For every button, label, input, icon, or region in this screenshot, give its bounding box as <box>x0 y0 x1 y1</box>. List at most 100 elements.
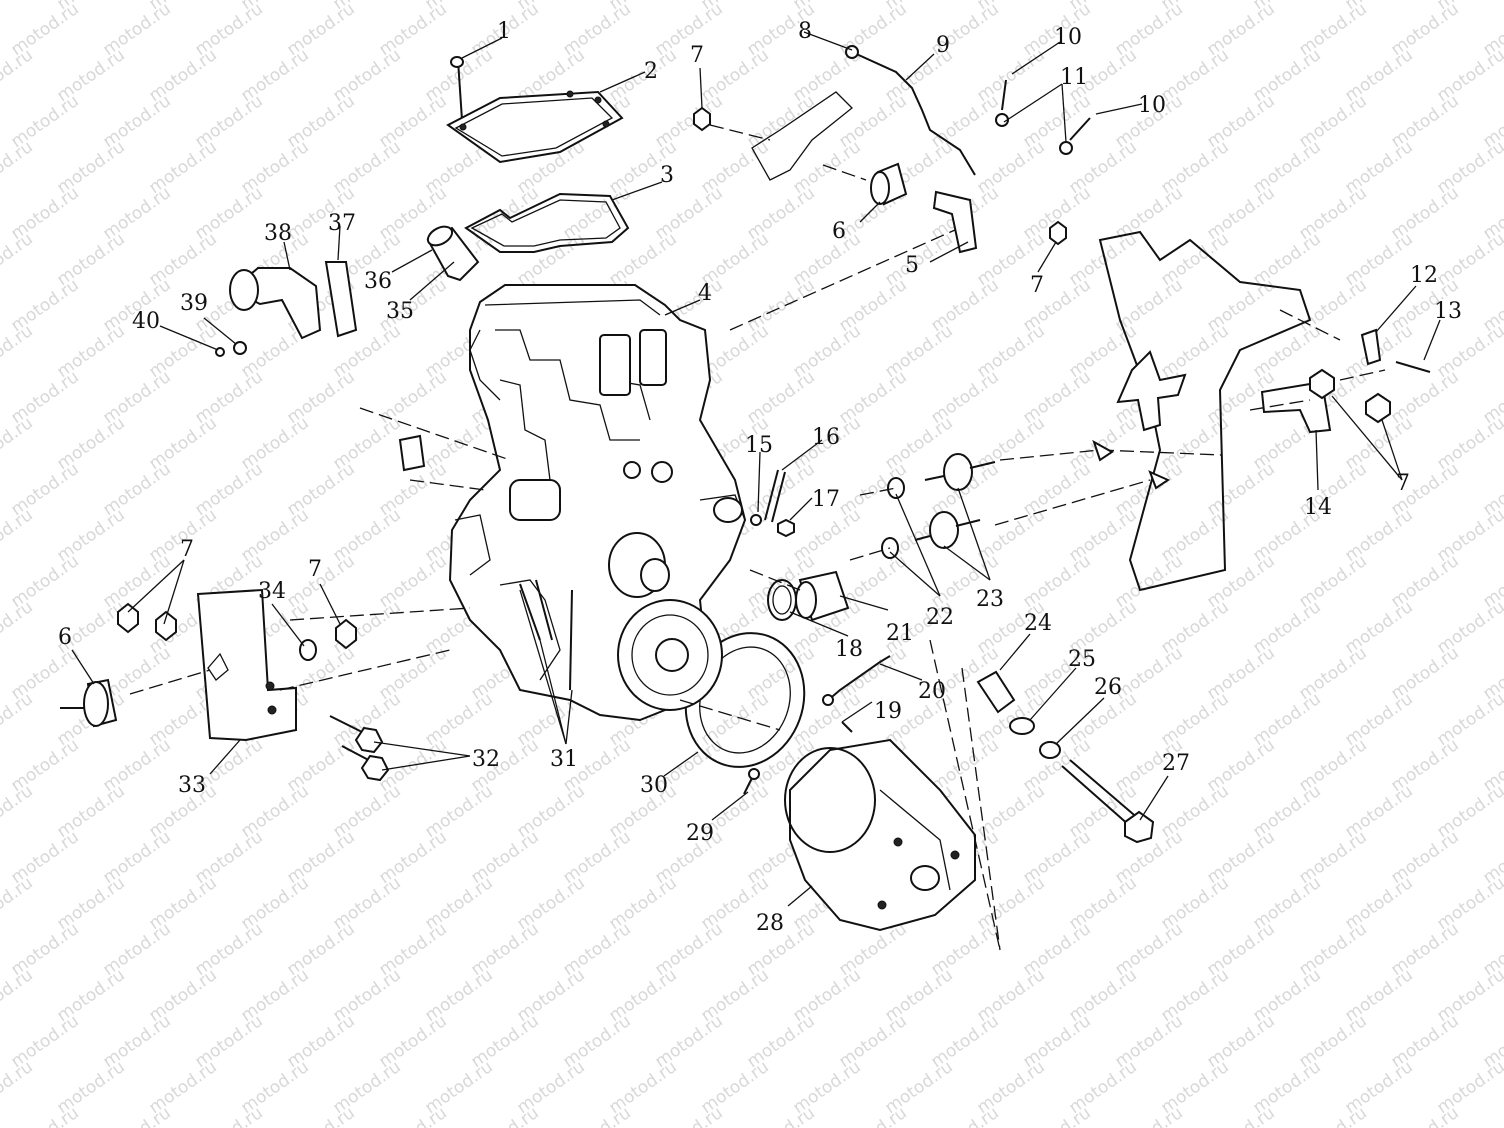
part-27-bolt <box>1061 759 1155 844</box>
callout-28: 28 <box>756 911 784 936</box>
callout-7-left: 7 <box>180 537 194 562</box>
part-5-bracket <box>932 190 978 254</box>
callout-labels: 1 2 3 4 5 6 7 8 9 10 11 10 7 12 13 14 7 … <box>58 19 1462 936</box>
callout-22: 22 <box>926 605 954 630</box>
part-39-40-hardware <box>215 341 247 357</box>
watermark-text: motod.ru <box>743 1103 818 1128</box>
part-7-nuts-left <box>117 602 357 650</box>
watermark-text: motod.ru <box>1203 1103 1278 1128</box>
watermark-text: motod.ru <box>0 1057 37 1118</box>
callout-9: 9 <box>936 33 950 58</box>
part-16-stud <box>750 469 795 538</box>
watermark-text: motod.ru <box>0 505 37 566</box>
part-7-nuts-right <box>1309 368 1391 424</box>
callout-39: 39 <box>180 291 208 316</box>
callout-30: 30 <box>640 773 668 798</box>
part-33-bracket <box>196 588 297 742</box>
watermark-text: motod.ru <box>467 1103 542 1128</box>
part-38-intake <box>229 267 322 340</box>
watermark-text: motod.ru <box>0 965 37 1026</box>
leader-lines <box>71 31 1441 907</box>
part-24-spacer <box>976 670 1061 759</box>
watermark-text: motod.ru <box>1479 1103 1504 1128</box>
part-20-strap <box>822 655 891 733</box>
watermark-text: motod.ru <box>0 873 37 934</box>
part-sensor-cap <box>398 434 426 472</box>
part-18-clamp <box>767 579 797 621</box>
callout-25: 25 <box>1068 647 1096 672</box>
callout-26: 26 <box>1094 675 1122 700</box>
watermark-text: motod.ru <box>283 1103 358 1128</box>
callout-36: 36 <box>364 269 392 294</box>
watermark-text: motod.ru <box>0 45 37 106</box>
callout-35: 35 <box>386 299 414 324</box>
callout-18: 18 <box>835 637 863 662</box>
watermark-text: motod.ru <box>7 1103 82 1128</box>
callout-16: 16 <box>812 425 840 450</box>
callout-32: 32 <box>472 747 500 772</box>
callout-10-top: 10 <box>1054 25 1082 50</box>
watermark-text: motod.ru <box>0 229 37 290</box>
watermark-text: motod.ru <box>0 137 37 198</box>
part-6-mount-left <box>60 678 118 728</box>
callout-7-left-bracket: 7 <box>308 557 322 582</box>
callout-15: 15 <box>745 433 773 458</box>
part-32-bolts <box>329 715 390 782</box>
part-9-strap <box>845 45 976 176</box>
watermark-text: motod.ru <box>0 321 37 382</box>
part-2-cover-plate <box>446 90 624 164</box>
callout-17: 17 <box>812 487 840 512</box>
alignment-lines <box>129 124 1386 951</box>
parts-layer <box>60 45 1431 951</box>
watermark-text: motod.ru <box>1019 1103 1094 1128</box>
watermark-text: motod.ru <box>651 1103 726 1128</box>
callout-24: 24 <box>1024 611 1052 636</box>
callout-7-top-right: 7 <box>1030 273 1044 298</box>
callout-34: 34 <box>258 579 286 604</box>
part-28-housing <box>784 738 976 932</box>
callout-19: 19 <box>874 699 902 724</box>
watermark-text: motod.ru <box>835 1103 910 1128</box>
callout-12: 12 <box>1410 263 1438 288</box>
part-stand-block <box>751 91 853 181</box>
arrowheads <box>1092 439 1171 490</box>
part-1-bolt <box>450 56 464 121</box>
watermark-text: motod.ru <box>99 1103 174 1128</box>
watermark-text: motod.ru <box>1295 1103 1370 1128</box>
callout-8: 8 <box>798 19 812 44</box>
callout-21: 21 <box>886 621 914 646</box>
watermark-text: motod.ru <box>191 1103 266 1128</box>
watermark-text: motod.ru <box>1387 1103 1462 1128</box>
callout-13: 13 <box>1434 299 1462 324</box>
callout-27: 27 <box>1162 751 1190 776</box>
frame-bracket <box>1098 230 1312 592</box>
part-3-gasket <box>464 192 630 253</box>
part-10-bolts <box>995 79 1091 155</box>
watermark-text: motod.ru <box>0 0 37 14</box>
callout-6-left: 6 <box>58 625 72 650</box>
callout-11: 11 <box>1060 65 1088 90</box>
callout-33: 33 <box>178 773 206 798</box>
watermark-text: motod.ru <box>0 597 37 658</box>
callout-23: 23 <box>976 587 1004 612</box>
callout-38: 38 <box>264 221 292 246</box>
callout-37: 37 <box>328 211 356 236</box>
callout-14: 14 <box>1304 495 1332 520</box>
watermark-text: motod.ru <box>375 1103 450 1128</box>
part-37-gasket <box>324 261 358 338</box>
watermark-text: motod.ru <box>1111 1103 1186 1128</box>
watermark-text: motod.ru <box>0 689 37 750</box>
callout-7-top-left: 7 <box>690 43 704 68</box>
callout-2: 2 <box>644 59 658 84</box>
watermark-text: motod.ru <box>559 1103 634 1128</box>
part-21-hose <box>795 570 850 622</box>
callout-20: 20 <box>918 679 946 704</box>
watermark-text: motod.ru <box>927 1103 1002 1128</box>
callout-3: 3 <box>660 163 674 188</box>
part-14-plate <box>1260 328 1431 434</box>
callout-6-top: 6 <box>832 219 846 244</box>
part-29-screw <box>743 768 760 795</box>
part-water-pump <box>617 599 723 711</box>
